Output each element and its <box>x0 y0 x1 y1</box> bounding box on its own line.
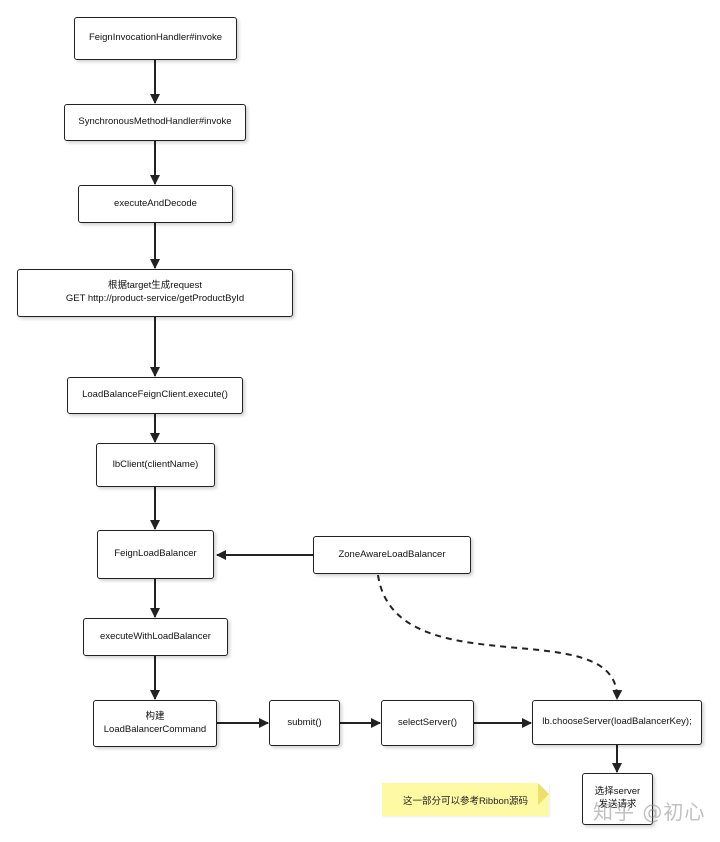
lb-client-label: lbClient(clientName) <box>112 458 199 470</box>
submit-label: submit() <box>287 716 322 728</box>
execute-and-decode-label: executeAndDecode <box>114 197 197 209</box>
feign-invocation-handler-node: FeignInvocationHandler#invoke <box>74 17 237 60</box>
submit-node: submit() <box>269 700 340 746</box>
build-request-label-line1: 根据target生成request <box>108 280 202 292</box>
build-request-label-line2: GET http://product-service/getProductByI… <box>65 293 245 304</box>
select-server-result-label-line2: 发送请求 <box>598 799 637 810</box>
build-command-label-line2: LoadBalancerCommand <box>103 723 207 735</box>
arrow-zoneaware-to-choose-dashed <box>377 574 623 700</box>
zone-aware-load-balancer-node: ZoneAwareLoadBalancer <box>313 536 471 574</box>
load-balance-feign-client-node: LoadBalanceFeignClient.execute() <box>67 377 243 414</box>
execute-with-load-balancer-label: executeWithLoadBalancer <box>100 630 211 642</box>
synchronous-method-handler-node: SynchronousMethodHandler#invoke <box>64 104 246 141</box>
build-load-balancer-command-node: 构建 LoadBalancerCommand <box>93 700 217 747</box>
ribbon-reference-note-text: 这一部分可以参考Ribbon源码 <box>402 795 529 807</box>
select-server-send-request-node: 选择server 发送请求 <box>582 773 653 825</box>
feign-invocation-handler-label: FeignInvocationHandler#invoke <box>88 32 223 44</box>
feign-load-balancer-node: FeignLoadBalancer <box>97 530 214 579</box>
feign-load-balancer-label: FeignLoadBalancer <box>114 548 197 560</box>
choose-server-node: lb.chooseServer(loadBalancerKey); <box>532 700 702 745</box>
choose-server-label: lb.chooseServer(loadBalancerKey); <box>542 716 692 728</box>
build-request-node: 根据target生成request GET http://product-ser… <box>17 269 293 317</box>
select-server-label: selectServer() <box>397 716 458 728</box>
execute-and-decode-node: executeAndDecode <box>78 185 233 223</box>
synchronous-method-handler-label: SynchronousMethodHandler#invoke <box>78 116 232 128</box>
select-server-result-label-line1: 选择server <box>594 786 641 798</box>
ribbon-reference-note: 这一部分可以参考Ribbon源码 <box>382 783 549 816</box>
load-balance-feign-client-label: LoadBalanceFeignClient.execute() <box>82 389 228 401</box>
lb-client-node: lbClient(clientName) <box>96 443 215 487</box>
build-command-label-line1: 构建 <box>145 710 165 722</box>
select-server-node: selectServer() <box>381 700 474 746</box>
zhihu-watermark: 知乎 @初心 <box>593 800 706 824</box>
execute-with-load-balancer-node: executeWithLoadBalancer <box>83 618 228 656</box>
zone-aware-load-balancer-label: ZoneAwareLoadBalancer <box>338 548 446 560</box>
